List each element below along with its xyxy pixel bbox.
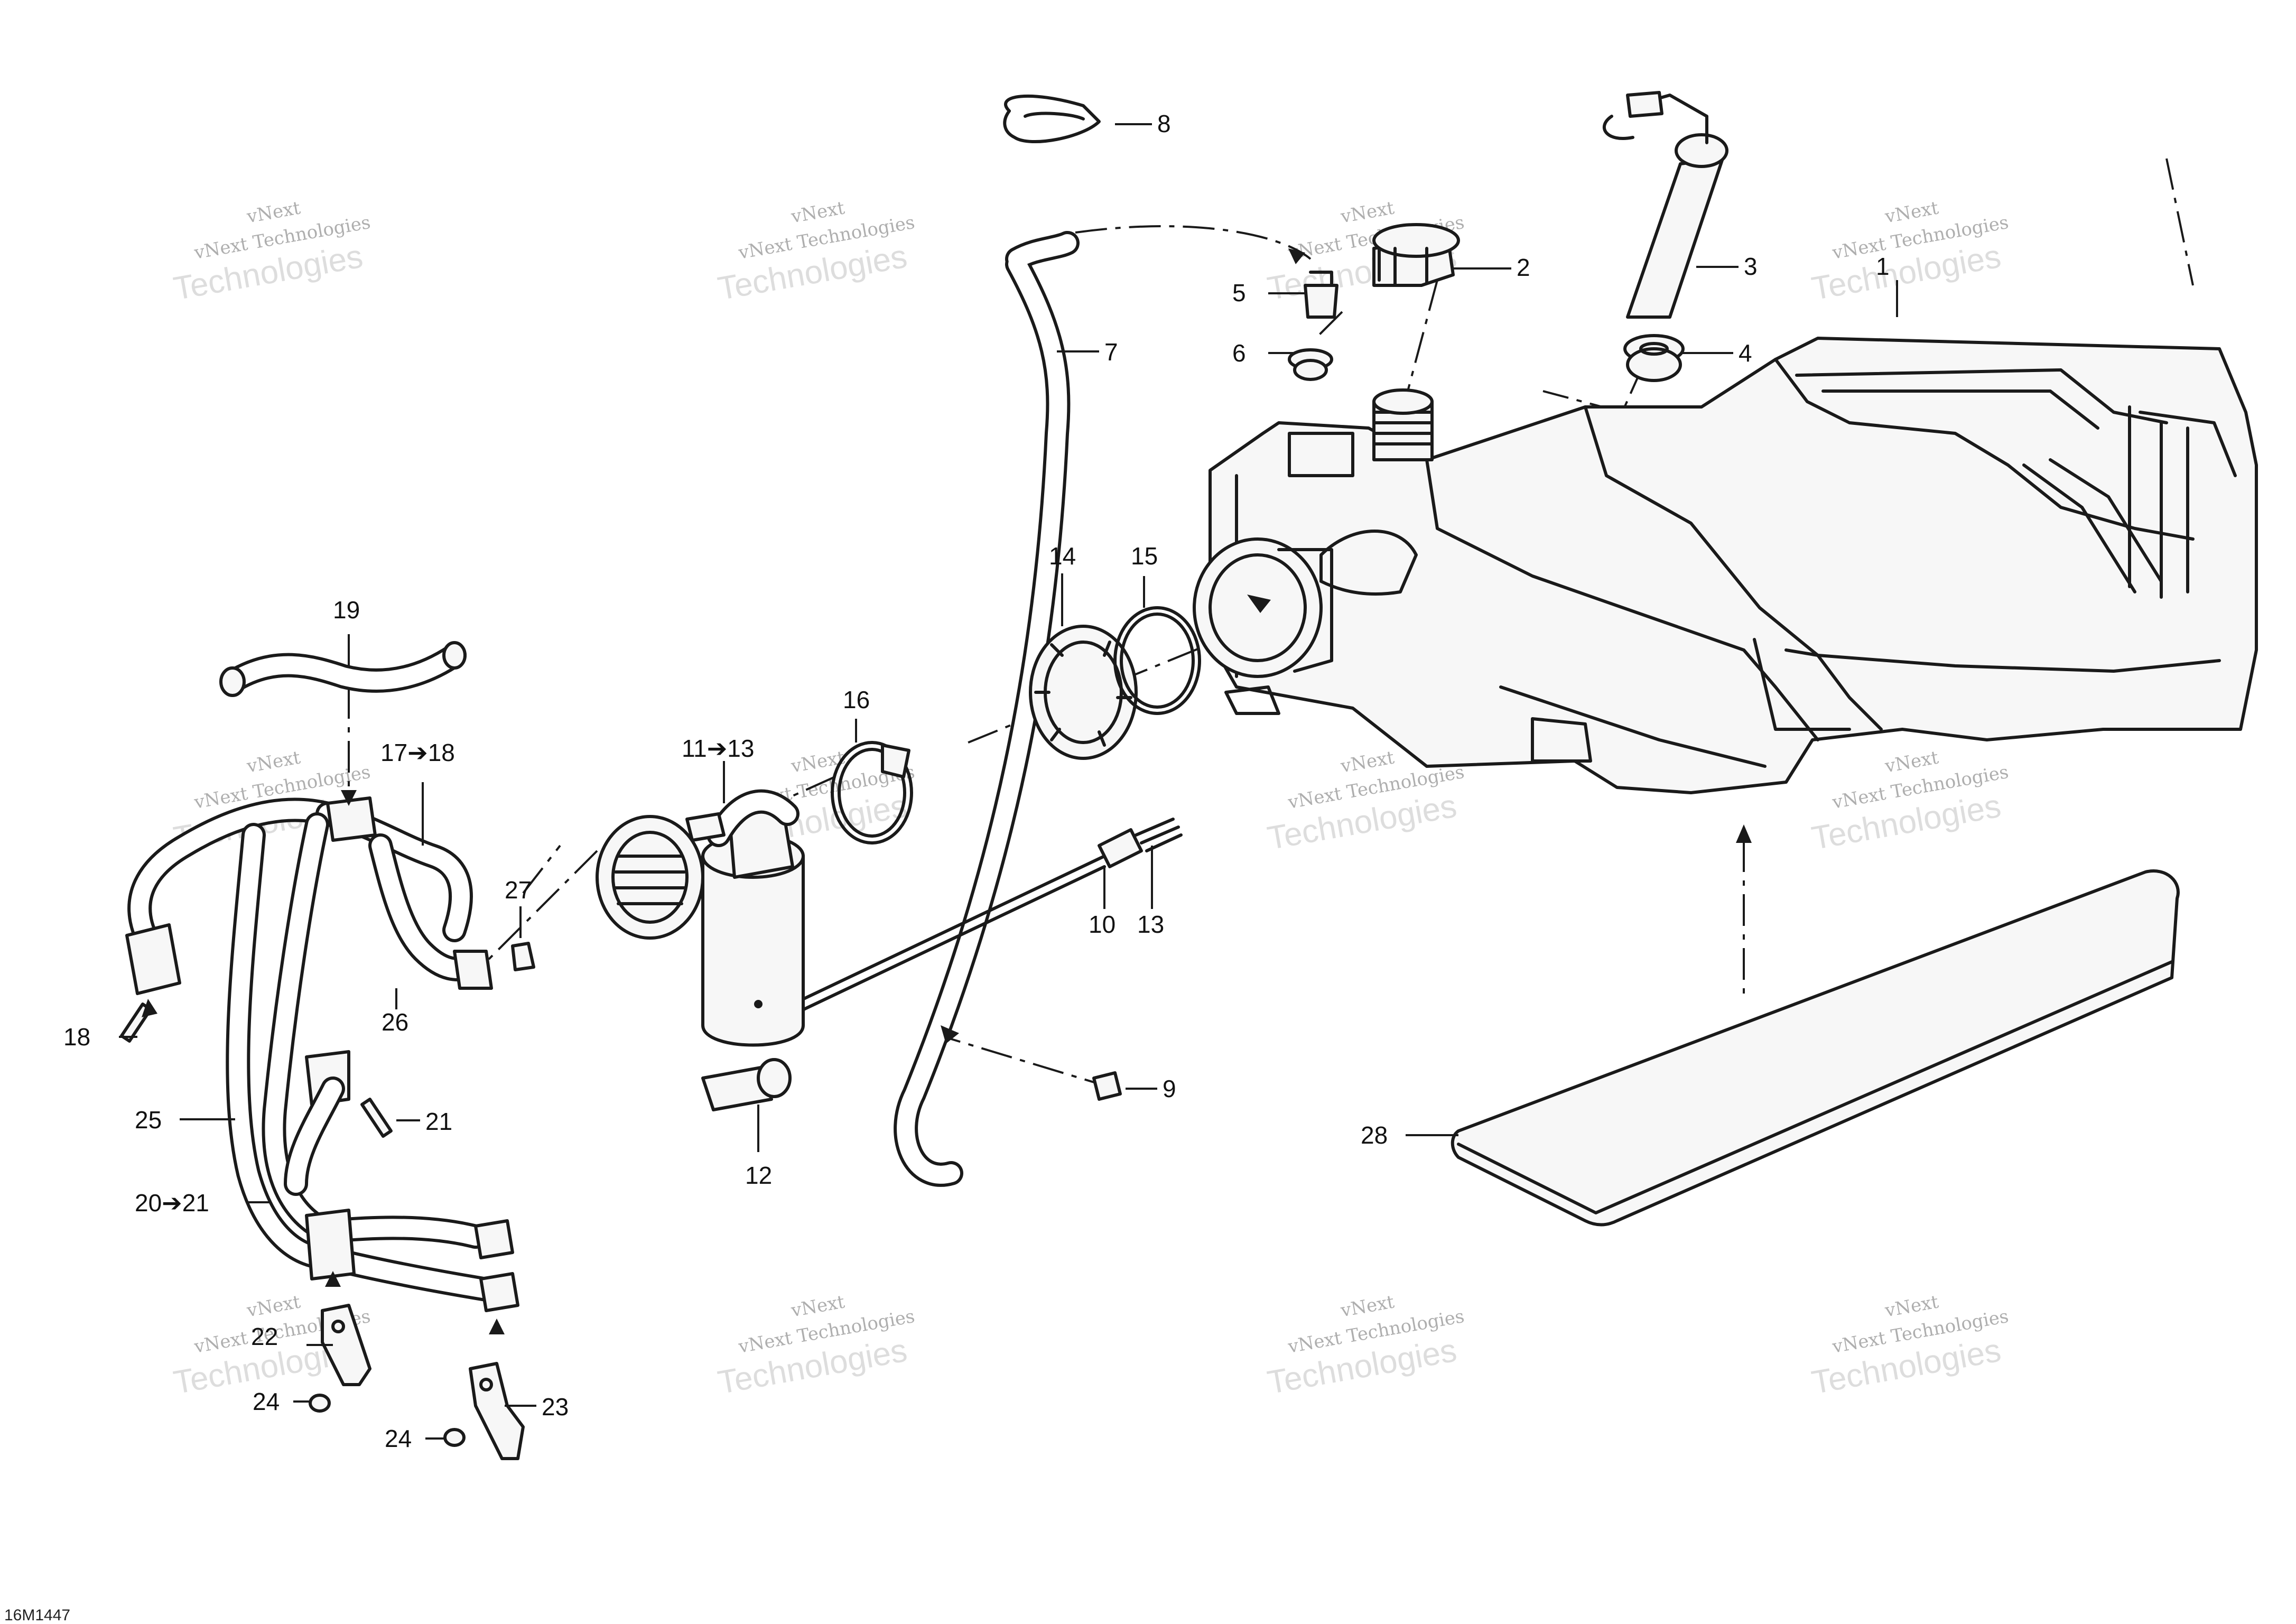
svg-text:vNext: vNext xyxy=(789,197,847,227)
callout-5: 5 xyxy=(1232,279,1246,307)
fuel-level-sender xyxy=(1602,91,1728,319)
callout-22: 22 xyxy=(251,1323,278,1350)
o-ring xyxy=(1113,606,1201,715)
lock-ring xyxy=(1029,625,1138,760)
leader-lines xyxy=(119,123,1898,1440)
valve-grommet xyxy=(1288,348,1333,381)
figure-reference: 16M1447 xyxy=(4,1607,70,1624)
callout-14: 14 xyxy=(1049,542,1076,570)
callout-10: 10 xyxy=(1089,911,1116,938)
pump-filter xyxy=(701,1058,792,1111)
callouts: 1 2 3 4 5 6 7 8 9 10 11➔13 12 13 14 15 1… xyxy=(63,110,1890,1452)
clip xyxy=(1092,1071,1122,1101)
callout-21: 21 xyxy=(425,1108,452,1135)
grommet xyxy=(1623,334,1685,382)
callout-7: 7 xyxy=(1104,338,1118,366)
pad-28 xyxy=(1451,869,2180,1227)
callout-25: 25 xyxy=(135,1106,162,1134)
arrows xyxy=(142,248,1752,1334)
callout-12: 12 xyxy=(745,1162,772,1189)
watermark: vNext Technologies Technologies vNext xyxy=(1809,197,2010,307)
fuel-tank xyxy=(1193,337,2258,794)
callout-24-upper: 24 xyxy=(253,1388,280,1415)
callout-27: 27 xyxy=(505,876,532,904)
watermark: vNext Technologies Technologies vNext xyxy=(715,1291,916,1401)
svg-text:vNext: vNext xyxy=(789,747,847,777)
rollover-valve xyxy=(1304,271,1338,319)
watermark: vNext Technologies Technologies vNext xyxy=(715,197,916,307)
callout-26: 26 xyxy=(382,1008,408,1036)
callout-19: 19 xyxy=(333,596,360,624)
hose-assembly xyxy=(125,796,519,1312)
hose-19 xyxy=(219,641,467,697)
watermark: vNext Technologies Technologies vNext xyxy=(1809,1291,2010,1401)
connector-21 xyxy=(360,1098,393,1138)
callout-18: 18 xyxy=(63,1023,90,1051)
fuel-pump xyxy=(596,789,805,1047)
bracket-23 xyxy=(469,1362,525,1460)
svg-text:vNext: vNext xyxy=(1883,197,1940,227)
callout-16: 16 xyxy=(843,686,870,713)
callout-9: 9 xyxy=(1163,1075,1176,1102)
svg-text:vNext: vNext xyxy=(1338,747,1396,777)
callout-28: 28 xyxy=(1361,1121,1388,1149)
watermark: vNext Technologies Technologies vNext xyxy=(1809,747,2010,857)
svg-text:vNext: vNext xyxy=(1338,1291,1396,1321)
strap xyxy=(1003,94,1101,144)
watermark: vNext Technologies Technologies vNext xyxy=(1265,1291,1466,1401)
filler-cap xyxy=(1372,223,1460,287)
callout-13: 13 xyxy=(1137,911,1164,938)
watermark: vNext Technologies Technologies vNext xyxy=(171,197,372,307)
callout-3: 3 xyxy=(1744,253,1758,280)
svg-text:vNext: vNext xyxy=(789,1291,847,1321)
callout-11-13: 11➔13 xyxy=(682,735,754,762)
callout-17-18: 17➔18 xyxy=(380,739,455,766)
svg-text:vNext: vNext xyxy=(245,197,302,227)
nut-24-lower xyxy=(443,1428,466,1447)
callout-20-21: 20➔21 xyxy=(135,1189,209,1217)
callout-8: 8 xyxy=(1157,110,1171,137)
callout-2: 2 xyxy=(1517,254,1530,281)
vent-hose xyxy=(894,231,1080,1187)
svg-text:vNext: vNext xyxy=(1883,1291,1940,1321)
callout-24-lower: 24 xyxy=(385,1425,412,1452)
fuel-line xyxy=(791,818,1183,1016)
callout-15: 15 xyxy=(1131,542,1158,570)
svg-text:vNext: vNext xyxy=(1883,747,1940,777)
svg-text:vNext: vNext xyxy=(1338,197,1396,227)
hose-clamp xyxy=(831,741,913,845)
svg-text:vNext: vNext xyxy=(245,747,302,777)
callout-6: 6 xyxy=(1232,339,1246,367)
callout-1: 1 xyxy=(1876,253,1890,280)
nut-24-upper xyxy=(309,1394,331,1413)
callout-4: 4 xyxy=(1739,339,1752,367)
nut-27 xyxy=(511,942,535,971)
svg-text:vNext: vNext xyxy=(245,1291,302,1321)
callout-23: 23 xyxy=(542,1393,569,1421)
bracket-22 xyxy=(321,1304,371,1386)
